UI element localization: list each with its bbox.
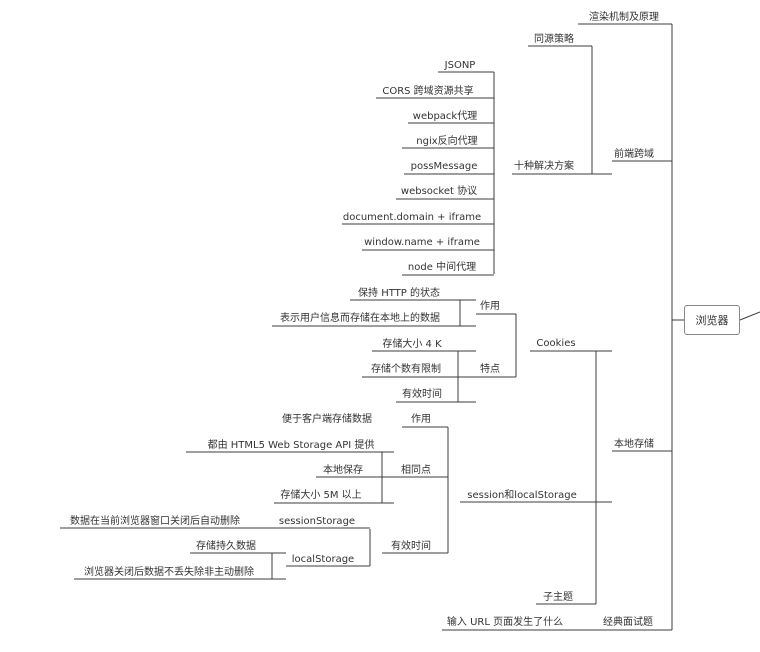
solution-item[interactable]: node 中间代理: [407, 262, 477, 273]
node-subtopic[interactable]: 子主题: [543, 592, 573, 603]
node-ws-same[interactable]: 相同点: [401, 465, 431, 476]
root-node-browser[interactable]: 浏览器: [684, 305, 740, 335]
solution-item[interactable]: websocket 协议: [400, 186, 478, 197]
solution-item[interactable]: JSONP: [444, 60, 476, 71]
node-ws-use[interactable]: 作用: [411, 414, 431, 425]
node-local-storage[interactable]: 本地存储: [614, 439, 654, 450]
cookie-use-item[interactable]: 表示用户信息而存储在本地上的数据: [280, 313, 440, 324]
ws-same-item[interactable]: 本地保存: [323, 465, 363, 476]
solution-item[interactable]: ngix反向代理: [416, 136, 478, 147]
solution-item[interactable]: document.domain + iframe: [342, 212, 482, 223]
classic-question-item[interactable]: 输入 URL 页面发生了什么: [446, 617, 564, 628]
local-storage-item[interactable]: 存储持久数据: [196, 541, 256, 552]
solution-item[interactable]: CORS 跨域资源共享: [382, 86, 474, 97]
node-ten-solutions[interactable]: 十种解决方案: [514, 161, 574, 172]
node-classic-questions[interactable]: 经典面试题: [603, 617, 653, 628]
ws-same-item[interactable]: 都由 HTML5 Web Storage API 提供: [207, 440, 375, 451]
node-cookie-features[interactable]: 特点: [480, 364, 500, 375]
node-ws-valid[interactable]: 有效时间: [391, 541, 431, 552]
node-local-storage-api[interactable]: localStorage: [291, 554, 355, 565]
ws-same-item[interactable]: 存储大小 5M 以上: [280, 490, 362, 501]
cookie-feature-item[interactable]: 存储个数有限制: [371, 364, 441, 375]
connector-line: [739, 311, 760, 321]
cookie-use-item[interactable]: 保持 HTTP 的状态: [358, 288, 440, 299]
node-web-storage[interactable]: session和localStorage: [467, 490, 577, 501]
node-cross-domain[interactable]: 前端跨域: [614, 149, 654, 160]
solution-item[interactable]: webpack代理: [412, 111, 478, 122]
node-same-origin[interactable]: 同源策略: [534, 34, 574, 45]
node-cookie-use[interactable]: 作用: [480, 301, 500, 312]
solution-item[interactable]: window.name + iframe: [364, 237, 480, 248]
cookie-feature-item[interactable]: 有效时间: [402, 389, 442, 400]
solution-item[interactable]: possMessage: [410, 161, 478, 172]
session-storage-item[interactable]: 数据在当前浏览器窗口关闭后自动删除: [70, 516, 240, 527]
ws-use-item[interactable]: 便于客户端存储数据: [282, 414, 372, 425]
node-cookies[interactable]: Cookies: [536, 338, 576, 349]
node-render[interactable]: 渲染机制及原理: [589, 12, 659, 23]
cookie-feature-item[interactable]: 存储大小 4 K: [382, 339, 442, 350]
local-storage-item[interactable]: 浏览器关闭后数据不丢失除非主动删除: [84, 567, 254, 578]
node-session-storage[interactable]: sessionStorage: [278, 516, 356, 527]
root-label: 浏览器: [695, 314, 729, 327]
